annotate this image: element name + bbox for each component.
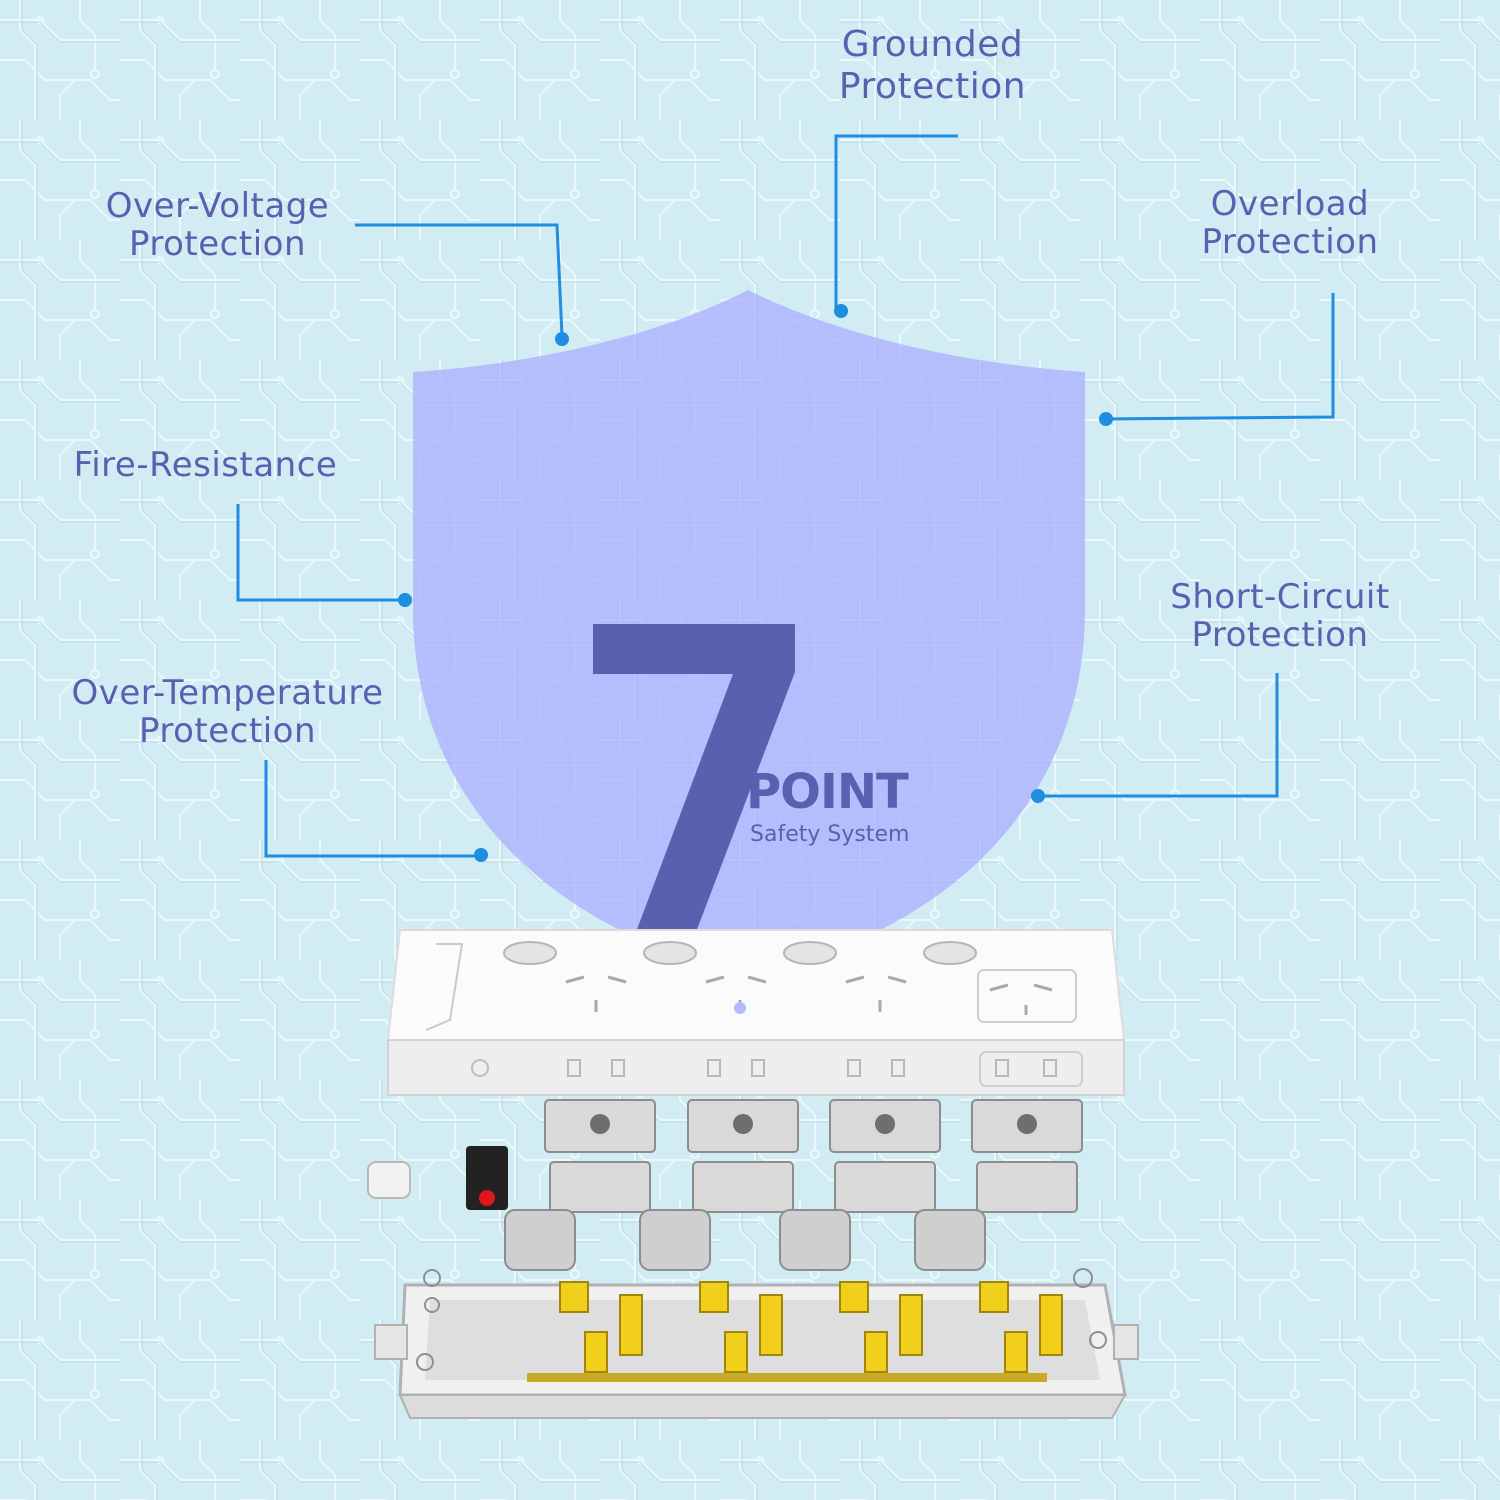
feature-label-fire-resistance: Fire-Resistance xyxy=(73,445,338,485)
strip-top-cover xyxy=(386,929,1126,1096)
safety-system-label: Safety System xyxy=(750,822,910,847)
socket-modules xyxy=(544,1099,1083,1213)
indicator-light xyxy=(367,1161,411,1199)
point-label: POINT xyxy=(746,764,909,820)
power-switch xyxy=(466,1146,508,1210)
strip-base-tray xyxy=(374,1268,1139,1419)
big-seven-numeral xyxy=(593,624,795,940)
